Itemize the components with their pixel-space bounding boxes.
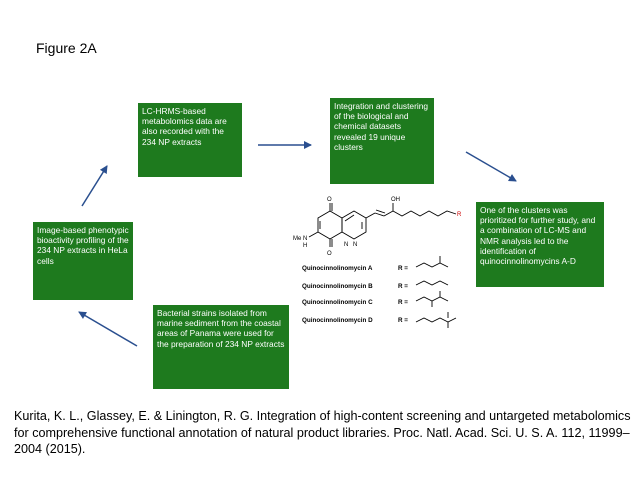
arrow-integration-to-cluster	[465, 151, 517, 182]
integration-box: Integration and clustering of the biolog…	[330, 98, 434, 184]
atom-o-bottom: O	[327, 251, 332, 257]
compound-c-r: R =	[398, 299, 408, 306]
compound-a-name: Quinocinnolinomycin A	[302, 265, 373, 272]
atom-h: H	[303, 243, 307, 249]
quinocinnolinomycin-structure	[308, 203, 457, 247]
structure-atoms: O O OH R Me N H N N	[293, 197, 462, 257]
compound-list: Quinocinnolinomycin A R = Quinocinnolino…	[302, 265, 408, 324]
figure-label: Figure 2A	[36, 40, 97, 56]
compound-a-r: R =	[398, 265, 408, 272]
atom-n2: N	[353, 242, 357, 248]
compound-b-name: Quinocinnolinomycin B	[302, 283, 373, 290]
atom-r: R	[457, 212, 462, 218]
compound-b-r: R =	[398, 283, 408, 290]
citation: Kurita, K. L., Glassey, E. & Linington, …	[14, 409, 631, 456]
r-group-a	[415, 262, 449, 268]
bacterial-strains-box: Bacterial strains isolated from marine s…	[153, 305, 289, 389]
compound-d-r: R =	[398, 317, 408, 324]
compound-d-name: Quinocinnolinomycin D	[302, 317, 373, 324]
atom-n1: N	[344, 242, 348, 248]
atom-o-top: O	[327, 197, 332, 203]
r-group-d	[415, 317, 457, 323]
arrow-bacterial-to-image	[78, 311, 138, 347]
arrow-image-to-lc	[81, 165, 108, 207]
image-based-box: Image-based phenotypic bioactivity profi…	[33, 222, 133, 300]
lc-hrms-box: LC-HRMS-based metabolomics data are also…	[138, 103, 242, 177]
atom-me: Me	[293, 236, 302, 242]
cluster-study-box: One of the clusters was prioritized for …	[476, 202, 604, 287]
compound-c-name: Quinocinnolinomycin C	[302, 299, 373, 306]
r-group-b	[415, 280, 449, 286]
r-group-c	[415, 296, 449, 302]
atom-nh: N	[303, 236, 307, 242]
atom-oh: OH	[391, 197, 400, 203]
